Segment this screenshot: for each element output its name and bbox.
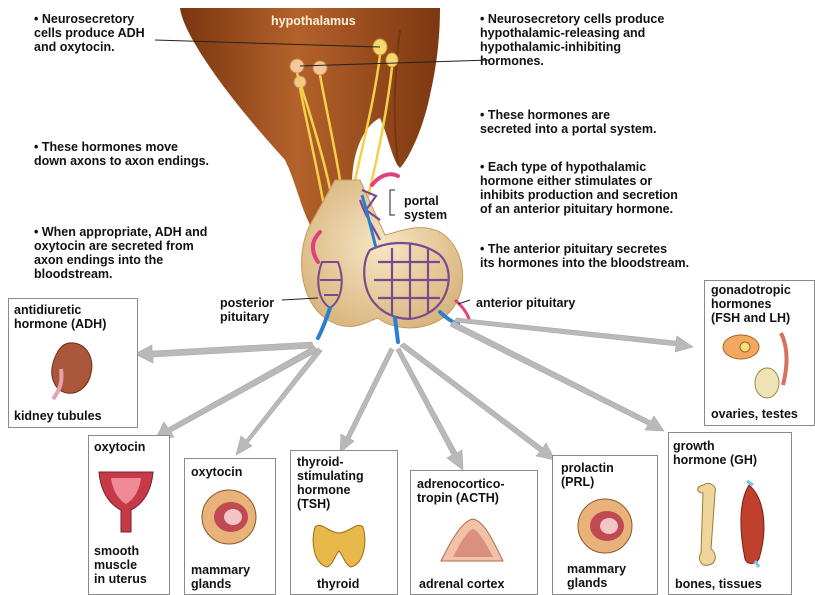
mammary-gland-icon	[575, 496, 635, 556]
box-prl-hormone: prolactin (PRL)	[561, 461, 614, 489]
hypothalamus-label: hypothalamus	[271, 14, 356, 28]
kidney-icon	[47, 339, 97, 401]
arrows	[135, 318, 693, 470]
box-tsh-target: thyroid	[317, 577, 359, 591]
box-oxytocin-uterus-hormone: oxytocin	[94, 440, 145, 454]
box-oxytocin-mammary-hormone: oxytocin	[191, 465, 242, 479]
anterior-pituitary-label: anterior pituitary	[476, 296, 575, 310]
box-oxytocin-mammary: oxytocin mammary glands	[184, 458, 276, 595]
box-gh: growth hormone (GH) bones, tissues	[668, 432, 792, 595]
box-oxytocin-mammary-target: mammary glands	[191, 563, 250, 591]
box-acth-target: adrenal cortex	[419, 577, 504, 591]
ovary-testis-icon	[719, 329, 803, 401]
box-oxytocin-uterus-target: smooth muscle in uterus	[94, 544, 147, 586]
box-prl: prolactin (PRL) mammary glands	[552, 455, 658, 595]
box-adh-target: kidney tubules	[14, 409, 102, 423]
box-tsh: thyroid- stimulating hormone (TSH) thyro…	[290, 450, 398, 595]
box-adh-hormone: antidiuretic hormone (ADH)	[14, 303, 106, 331]
note-right-2: These hormones are secreted into a porta…	[480, 108, 656, 136]
thyroid-icon	[309, 519, 369, 571]
note-right-4: The anterior pituitary secretes its horm…	[480, 242, 689, 270]
note-right-3: Each type of hypothalamic hormone either…	[480, 160, 678, 216]
box-prl-target: mammary glands	[567, 562, 626, 590]
box-tsh-hormone: thyroid- stimulating hormone (TSH)	[297, 455, 364, 511]
posterior-pituitary-label: posterior pituitary	[220, 296, 274, 324]
portal-system-label: portal system	[404, 194, 447, 222]
bone-muscle-icon	[689, 479, 781, 569]
box-gonadotropic-hormone: gonadotropic hormones (FSH and LH)	[711, 283, 791, 325]
box-acth: adrenocortico- tropin (ACTH) adrenal cor…	[410, 470, 538, 595]
box-adh: antidiuretic hormone (ADH) kidney tubule…	[8, 298, 138, 428]
box-acth-hormone: adrenocortico- tropin (ACTH)	[417, 477, 505, 505]
note-left-2: These hormones move down axons to axon e…	[34, 140, 209, 168]
box-oxytocin-uterus: oxytocin smooth muscle in uterus	[88, 435, 170, 595]
adrenal-cortex-icon	[437, 515, 507, 567]
mammary-gland-icon	[199, 487, 259, 547]
note-left-1: Neurosecretory cells produce ADH and oxy…	[34, 12, 145, 54]
uterus-icon	[95, 466, 157, 536]
box-gonadotropic: gonadotropic hormones (FSH and LH) ovari…	[704, 280, 815, 426]
box-gonadotropic-target: ovaries, testes	[711, 407, 798, 421]
box-gh-target: bones, tissues	[675, 577, 762, 591]
box-gh-hormone: growth hormone (GH)	[673, 439, 757, 467]
note-right-1: Neurosecretory cells produce hypothalami…	[480, 12, 664, 68]
note-left-3: When appropriate, ADH and oxytocin are s…	[34, 225, 207, 281]
